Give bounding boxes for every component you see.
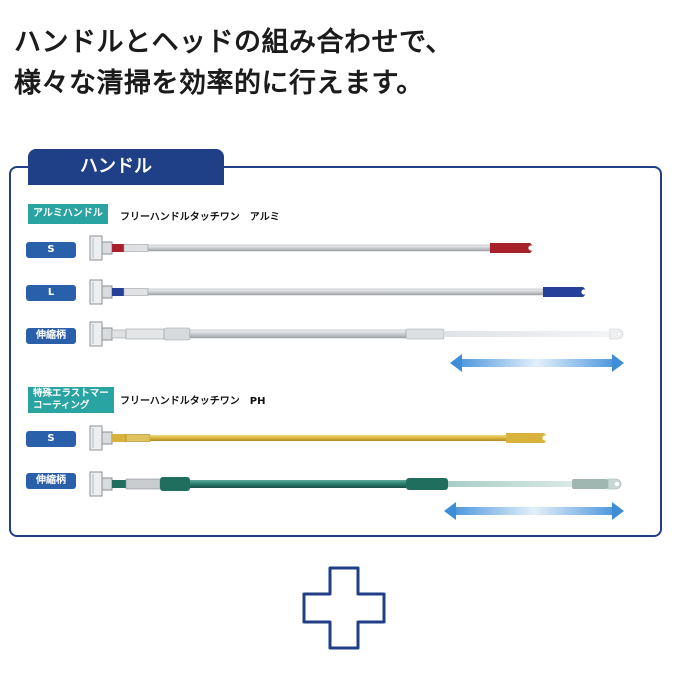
size-badge-s: S [26, 242, 76, 258]
handle-ph-s [89, 425, 548, 451]
headline-line-2: 様々な清掃を効率的に行えます。 [14, 68, 424, 99]
handle-panel [9, 166, 662, 537]
size-badge-l: L [26, 285, 76, 301]
panel-tab-handle: ハンドル [28, 149, 224, 185]
category-label-elastomer-line2: コーティング [33, 400, 90, 411]
headline: ハンドルとヘッドの組み合わせで、 様々な清掃を効率的に行えます。 [14, 22, 664, 104]
handle-aluminum-telescopic [89, 321, 624, 347]
handle-aluminum-l [89, 279, 587, 305]
headline-line-1: ハンドルとヘッドの組み合わせで、 [14, 27, 453, 58]
product-name-aluminum: フリーハンドルタッチワン アルミ [120, 212, 280, 223]
handle-ph-telescopic [89, 471, 622, 497]
size-badge-telescopic-ph: 伸縮柄 [26, 473, 76, 489]
category-label-elastomer-line1: 特殊エラストマー [33, 388, 109, 399]
category-label-elastomer: 特殊エラストマー コーティング [28, 387, 114, 413]
handle-aluminum-s [89, 235, 534, 261]
extension-arrow-icon [444, 502, 624, 520]
product-name-ph: フリーハンドルタッチワン PH [120, 396, 266, 407]
category-label-aluminum: アルミハンドル [28, 204, 108, 224]
plus-icon [302, 566, 386, 650]
size-badge-s-ph: S [26, 431, 76, 447]
size-badge-telescopic: 伸縮柄 [26, 328, 76, 344]
extension-arrow-icon [450, 354, 624, 372]
